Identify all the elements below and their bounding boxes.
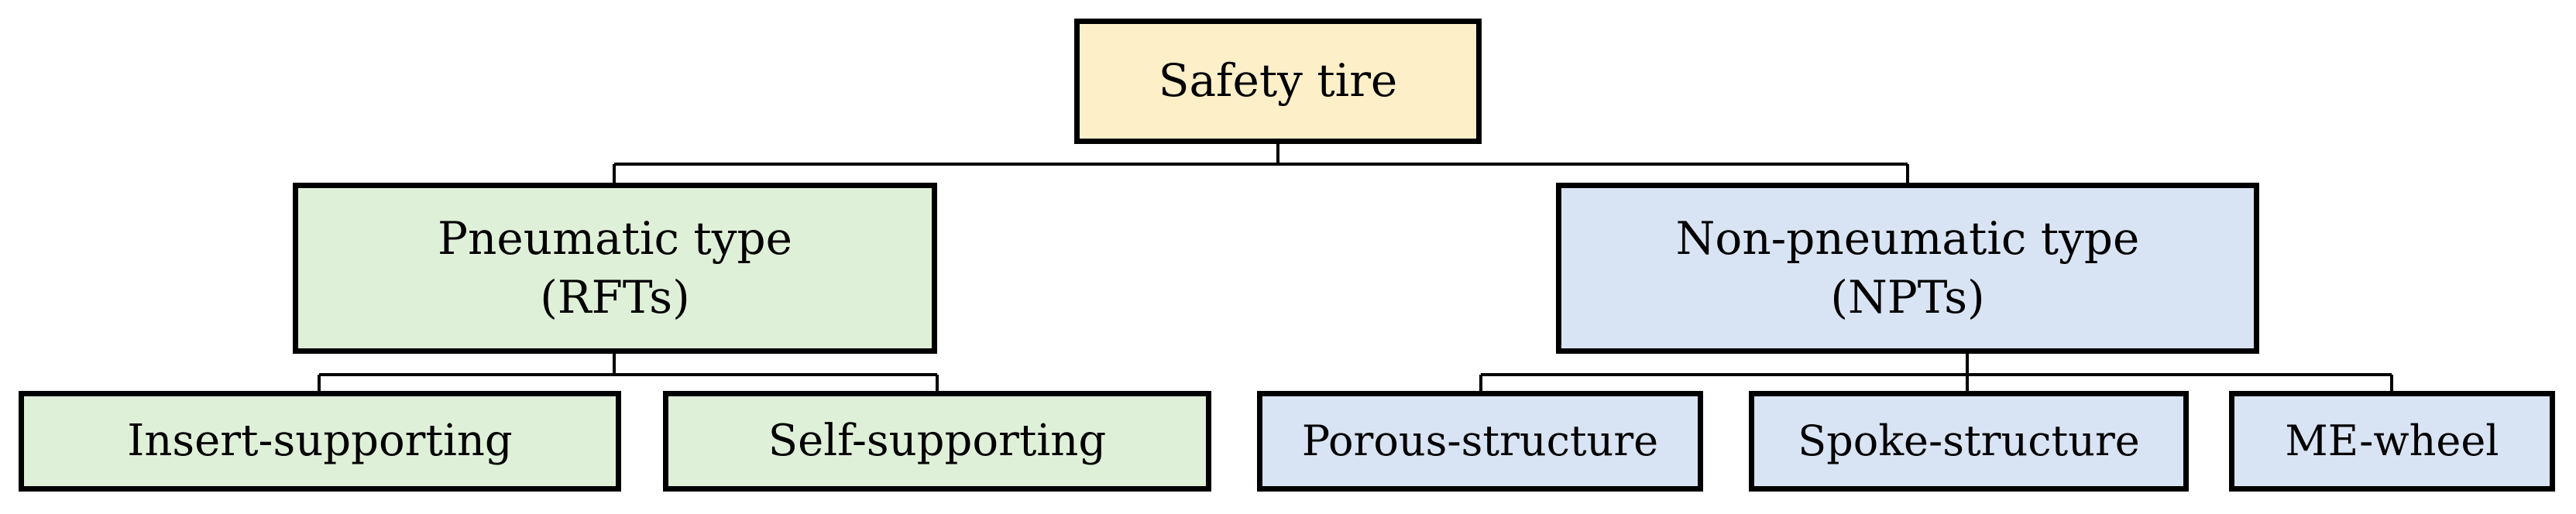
node-pneumatic-type-line1: Pneumatic type xyxy=(438,212,792,266)
node-non-pneumatic-type: Non-pneumatic type (NPTs) xyxy=(1556,183,2259,354)
node-safety-tire-label: Safety tire xyxy=(1158,54,1398,108)
node-pneumatic-type-line2: (RFTs) xyxy=(540,270,690,324)
node-spoke-structure: Spoke-structure xyxy=(1749,391,2189,492)
node-insert-supporting: Insert-supporting xyxy=(19,391,621,492)
node-spoke-structure-label: Spoke-structure xyxy=(1798,416,2140,465)
node-me-wheel: ME-wheel xyxy=(2229,391,2555,492)
node-porous-structure: Porous-structure xyxy=(1257,391,1703,492)
node-insert-supporting-label: Insert-supporting xyxy=(127,415,513,466)
node-self-supporting: Self-supporting xyxy=(663,391,1211,492)
node-me-wheel-label: ME-wheel xyxy=(2285,416,2499,465)
node-self-supporting-label: Self-supporting xyxy=(768,415,1107,466)
node-non-pneumatic-type-line1: Non-pneumatic type xyxy=(1675,212,2140,266)
node-pneumatic-type: Pneumatic type (RFTs) xyxy=(293,183,937,354)
node-safety-tire: Safety tire xyxy=(1074,19,1482,144)
node-non-pneumatic-type-line2: (NPTs) xyxy=(1830,270,1985,324)
node-porous-structure-label: Porous-structure xyxy=(1301,416,1659,465)
